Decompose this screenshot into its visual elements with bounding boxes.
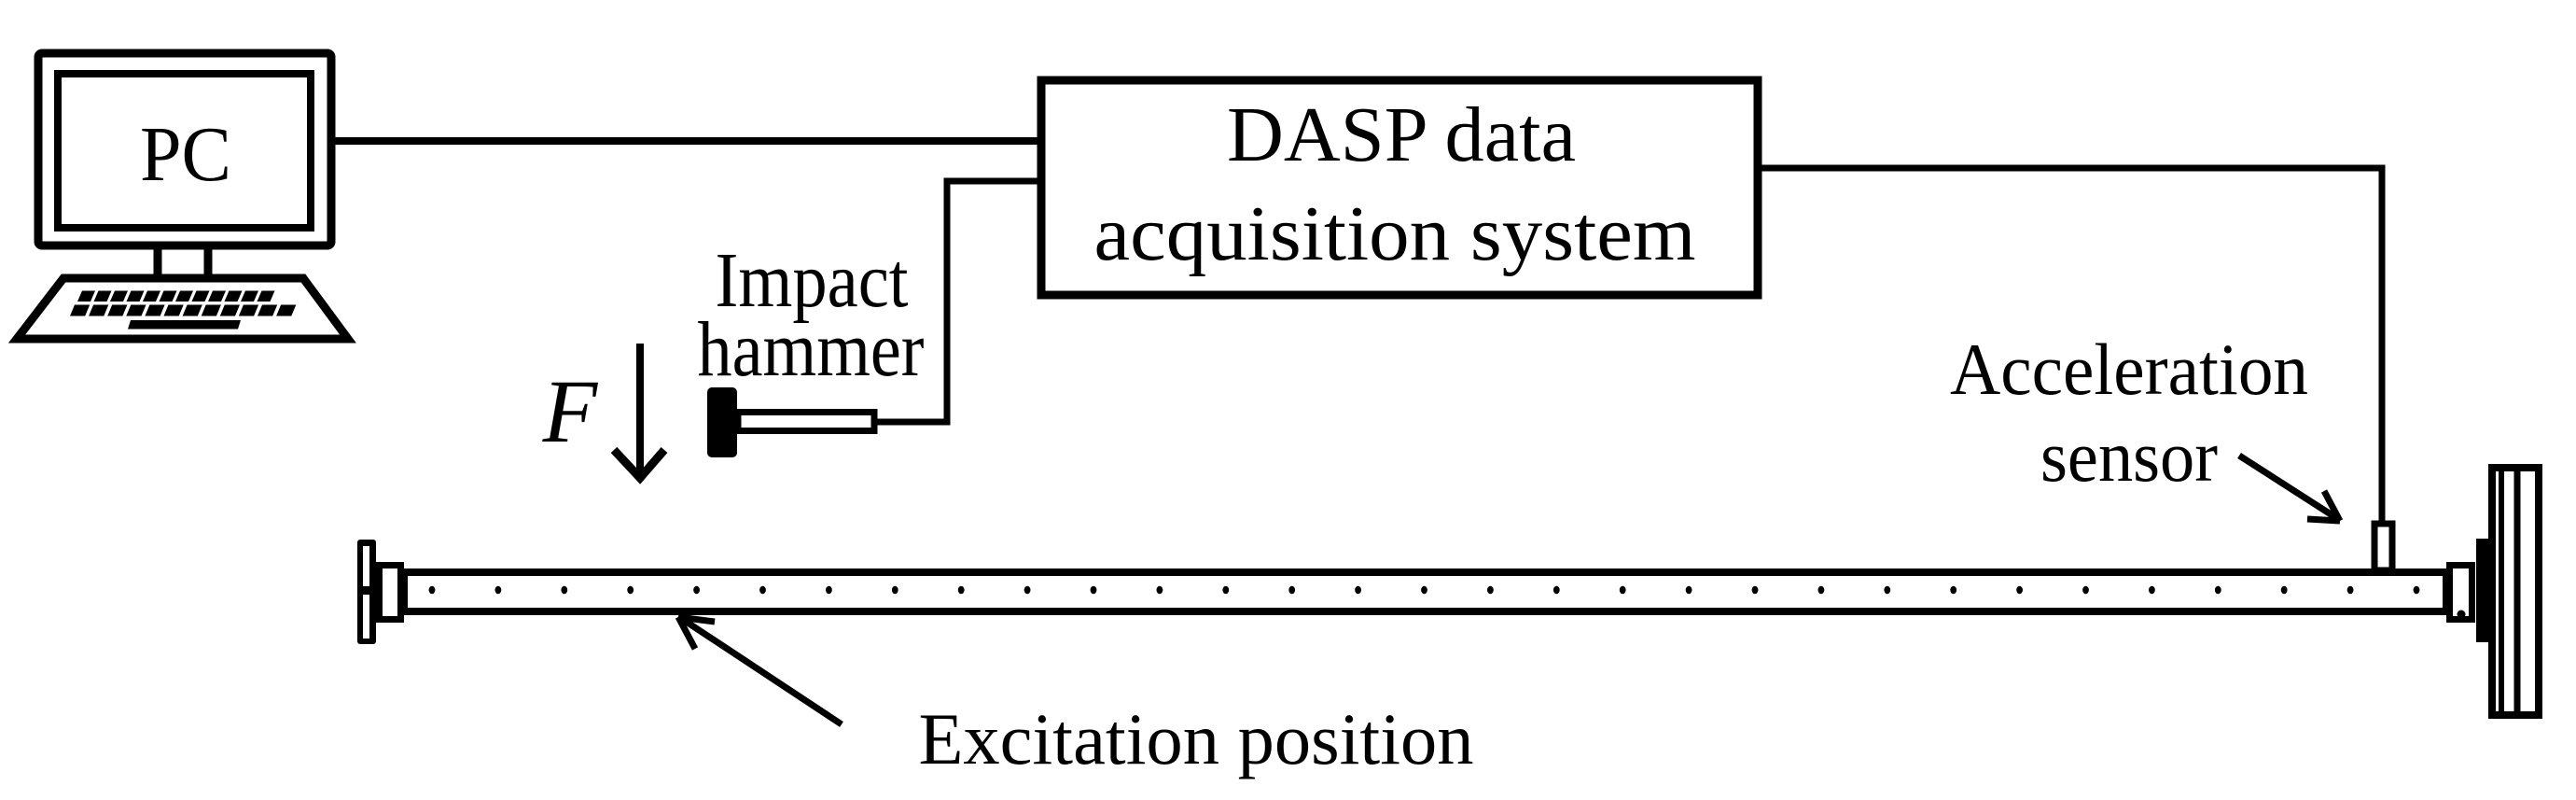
keyboard-key <box>238 304 259 316</box>
acceleration-sensor-label-line1: Acceleration <box>1950 329 2308 410</box>
beam-hole-dot <box>1884 585 1891 595</box>
beam-hole-dot <box>2280 585 2288 595</box>
keyboard-key <box>191 290 210 302</box>
pc-label: PC <box>140 111 231 198</box>
impact-hammer-label-line1: Impact <box>716 237 909 324</box>
excitation-arrowhead-wing2 <box>677 613 716 625</box>
pc-keyboard-spacebar <box>128 320 241 330</box>
beam-hole-dot <box>494 585 502 595</box>
dasp-box-outline <box>1037 76 1762 300</box>
beam-hole-dot <box>1023 585 1031 595</box>
keyboard-key <box>126 290 145 302</box>
pc-monitor-screen <box>54 70 314 232</box>
excitation-position-label: Excitation position <box>919 698 1474 779</box>
keyboard-key <box>182 304 202 316</box>
right-coupling-bolt-dot <box>2457 610 2466 619</box>
keyboard-key <box>241 290 258 302</box>
acceleration-sensor-body <box>2371 520 2396 574</box>
beam-hole-dot <box>957 585 965 595</box>
sensor-arrowhead-wing1 <box>2320 489 2344 523</box>
impact-hammer-label-line2: hammer <box>698 306 925 393</box>
beam-assembly <box>357 464 2542 719</box>
pc-computer-icon: PC <box>7 49 356 344</box>
keyboard-key <box>143 290 160 302</box>
keyboard-key <box>208 290 226 302</box>
dasp-label-line1: DASP data <box>1227 91 1576 178</box>
force-label: F <box>542 361 599 461</box>
beam-hole-dot <box>2413 585 2420 595</box>
beam-left-end-plate <box>357 540 376 644</box>
beam-hole-dot <box>1817 585 1825 595</box>
beam-hole-dot <box>1685 585 1692 595</box>
beam-hole-dot <box>1421 585 1427 595</box>
beam-hole-dot <box>1487 585 1494 595</box>
excitation-arrow-icon <box>675 613 843 727</box>
keyboard-key <box>258 304 278 316</box>
dasp-box: DASP data acquisition system <box>1037 76 1762 300</box>
beam-hole-dot <box>826 585 832 595</box>
left-plate-notch <box>361 586 370 595</box>
beam-hole-dot <box>428 585 436 595</box>
keyboard-key <box>219 304 240 316</box>
beam-hole-dot <box>2016 585 2024 595</box>
beam-hole-dot <box>561 585 568 595</box>
keyboard-key <box>126 304 146 316</box>
pc-keyboard-keys <box>70 290 297 316</box>
impact-hammer-icon <box>707 177 1039 457</box>
keyboard-key <box>175 290 193 302</box>
beam-hole-dot <box>1288 585 1296 595</box>
dasp-label-line2: acquisition system <box>1094 190 1696 277</box>
sensor-arrowhead-wing2 <box>2306 515 2341 525</box>
cable-dasp-to-sensor <box>1758 164 2386 523</box>
beam-hole-dot <box>693 585 700 595</box>
force-arrow-icon <box>610 344 668 484</box>
force-arrowhead <box>610 446 668 484</box>
keyboard-key <box>257 290 275 302</box>
keyboard-key <box>107 304 128 316</box>
beam-hole-dot <box>759 585 766 595</box>
keyboard-key <box>77 290 95 302</box>
sensor-arrow-shaft <box>2237 453 2340 522</box>
excitation-arrow-shaft <box>680 616 843 727</box>
keyboard-key <box>93 290 112 302</box>
keyboard-key <box>89 304 109 316</box>
keyboard-key <box>276 304 297 316</box>
beam-hole-dot <box>1355 585 1361 595</box>
beam-hole-dot <box>1222 585 1230 595</box>
acceleration-sensor-arrow-icon <box>2237 453 2344 525</box>
beam-hole-dot <box>2082 585 2089 595</box>
keyboard-key <box>110 290 128 302</box>
beam-hole-dot <box>1751 585 1759 595</box>
excitation-arrowhead-wing1 <box>675 615 699 651</box>
keyboard-key <box>145 304 165 316</box>
beam-hole-dot <box>891 585 898 595</box>
pc-keyboard-body <box>7 274 356 344</box>
beam-hole-dot <box>2149 585 2155 595</box>
beam-hole-dot <box>1619 585 1626 595</box>
keyboard-key <box>159 290 177 302</box>
beam-hole-dot <box>627 585 634 595</box>
beam-hole-dot <box>2346 585 2354 595</box>
keyboard-key <box>70 304 91 316</box>
hammer-handle <box>734 409 878 434</box>
beam-hole-dot <box>1090 585 1097 595</box>
beam-hole-dot <box>2214 585 2221 595</box>
acceleration-sensor-label-line2: sensor <box>2040 415 2218 497</box>
beam-hole-dot <box>2479 585 2486 595</box>
keyboard-key <box>163 304 184 316</box>
cable-hammer-to-dasp <box>873 177 1039 426</box>
beam-hole-dot <box>1553 585 1560 595</box>
beam-hole-dot <box>1156 585 1163 595</box>
beam-left-coupling <box>376 562 404 623</box>
beam-hole-dot <box>1950 585 1957 595</box>
hammer-head <box>707 387 737 457</box>
keyboard-key <box>224 290 243 302</box>
keyboard-key <box>201 304 221 316</box>
beam-hole-dots <box>428 585 2486 595</box>
